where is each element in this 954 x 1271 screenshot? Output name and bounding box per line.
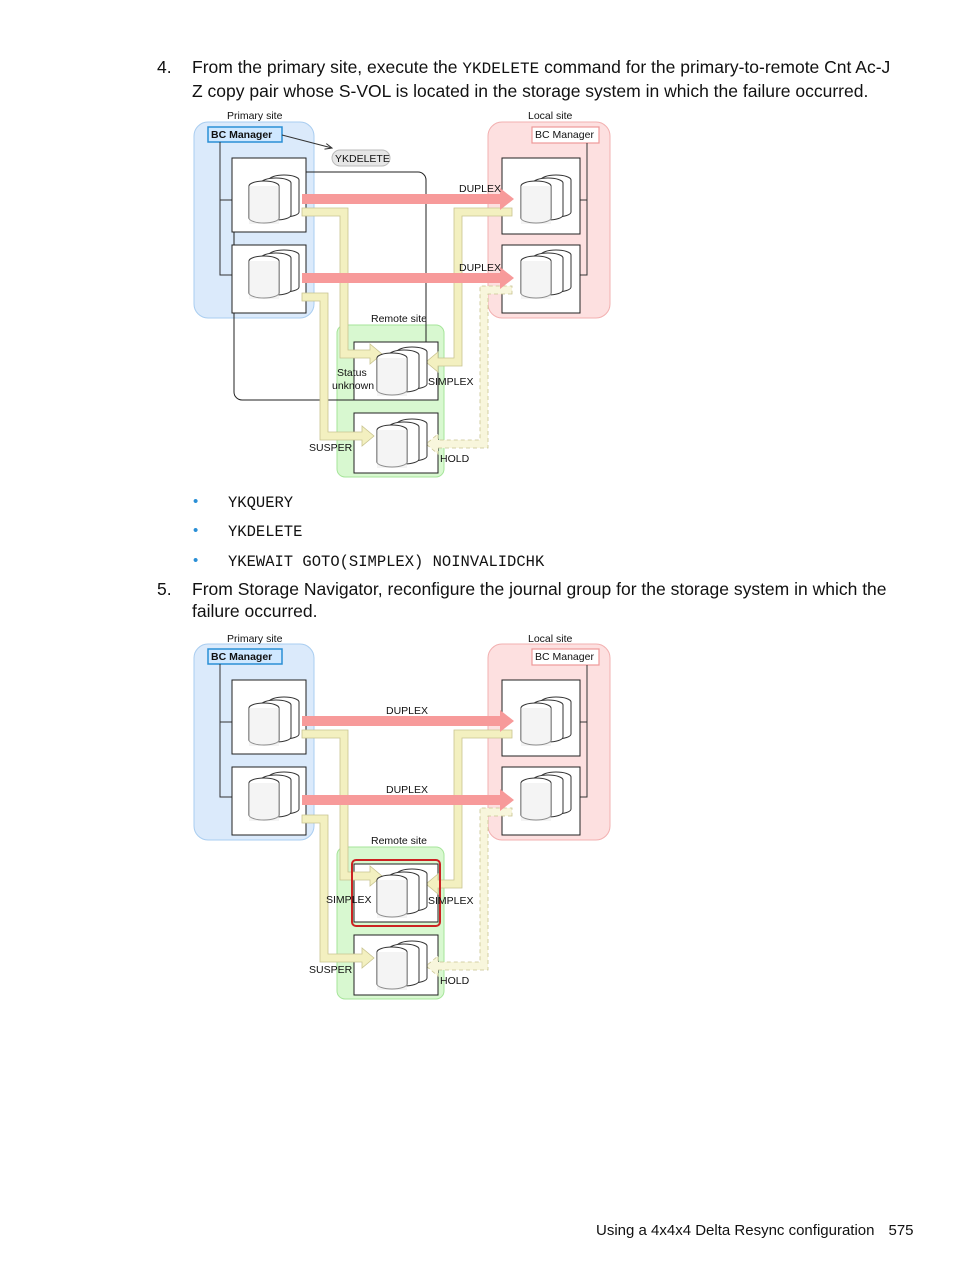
command-code: YKDELETE <box>462 60 540 78</box>
remote-site-label: Remote site <box>371 835 427 847</box>
status-label-line2: unknown <box>332 380 374 392</box>
remote-site-label: Remote site <box>371 313 427 325</box>
primary-site-label: Primary site <box>227 633 283 645</box>
duplex-label-bottom: DUPLEX <box>459 262 501 274</box>
diagram-reconfigure: Primary site Local site Remote site BC M… <box>190 632 620 1000</box>
bc-manager-local-label: BC Manager <box>535 651 594 663</box>
step-number: 4. <box>157 57 172 77</box>
primary-site-label: Primary site <box>227 110 283 122</box>
hold-label: HOLD <box>440 975 470 987</box>
ykdelete-callout-label: YKDELETE <box>335 153 390 165</box>
page-number: 575 <box>888 1222 914 1239</box>
bc-manager-primary-box <box>207 648 283 665</box>
local-site-label: Local site <box>528 110 573 122</box>
susper-label: SUSPER <box>309 964 353 976</box>
bc-manager-local-box <box>531 126 600 144</box>
local-site-label: Local site <box>528 633 573 645</box>
reconfigured-journal-highlight <box>351 859 441 927</box>
status-label-line1: Status <box>337 367 367 379</box>
step-text: From the primary site, execute the YKDEL… <box>192 57 891 101</box>
bc-manager-local-box <box>531 648 600 666</box>
bc-manager-primary-label: BC Manager <box>211 129 272 141</box>
diagram-ykdelete: Primary site Local site Remote site BC M… <box>190 110 620 478</box>
ykdelete-callout <box>331 149 391 167</box>
bc-manager-primary-box <box>207 126 283 143</box>
step-number: 5. <box>157 579 172 599</box>
simplex-label-right: SIMPLEX <box>428 895 474 907</box>
bullet-dot-icon: • <box>193 493 199 510</box>
page-footer: Using a 4x4x4 Delta Resync configuration… <box>596 1222 914 1239</box>
duplex-label-top: DUPLEX <box>459 183 501 195</box>
bc-manager-primary-label: BC Manager <box>211 651 272 663</box>
simplex-label: SIMPLEX <box>428 376 474 388</box>
footer-title: Using a 4x4x4 Delta Resync configuration <box>596 1222 875 1239</box>
hold-label: HOLD <box>440 453 470 465</box>
simplex-label-left: SIMPLEX <box>326 894 372 906</box>
duplex-label-bottom: DUPLEX <box>386 784 428 796</box>
bullet-dot-icon: • <box>193 552 199 569</box>
bc-manager-local-label: BC Manager <box>535 129 594 141</box>
bullet-dot-icon: • <box>193 522 199 539</box>
step-text: From Storage Navigator, reconfigure the … <box>192 579 887 621</box>
duplex-label-top: DUPLEX <box>386 705 428 717</box>
susper-label: SUSPER <box>309 442 353 454</box>
